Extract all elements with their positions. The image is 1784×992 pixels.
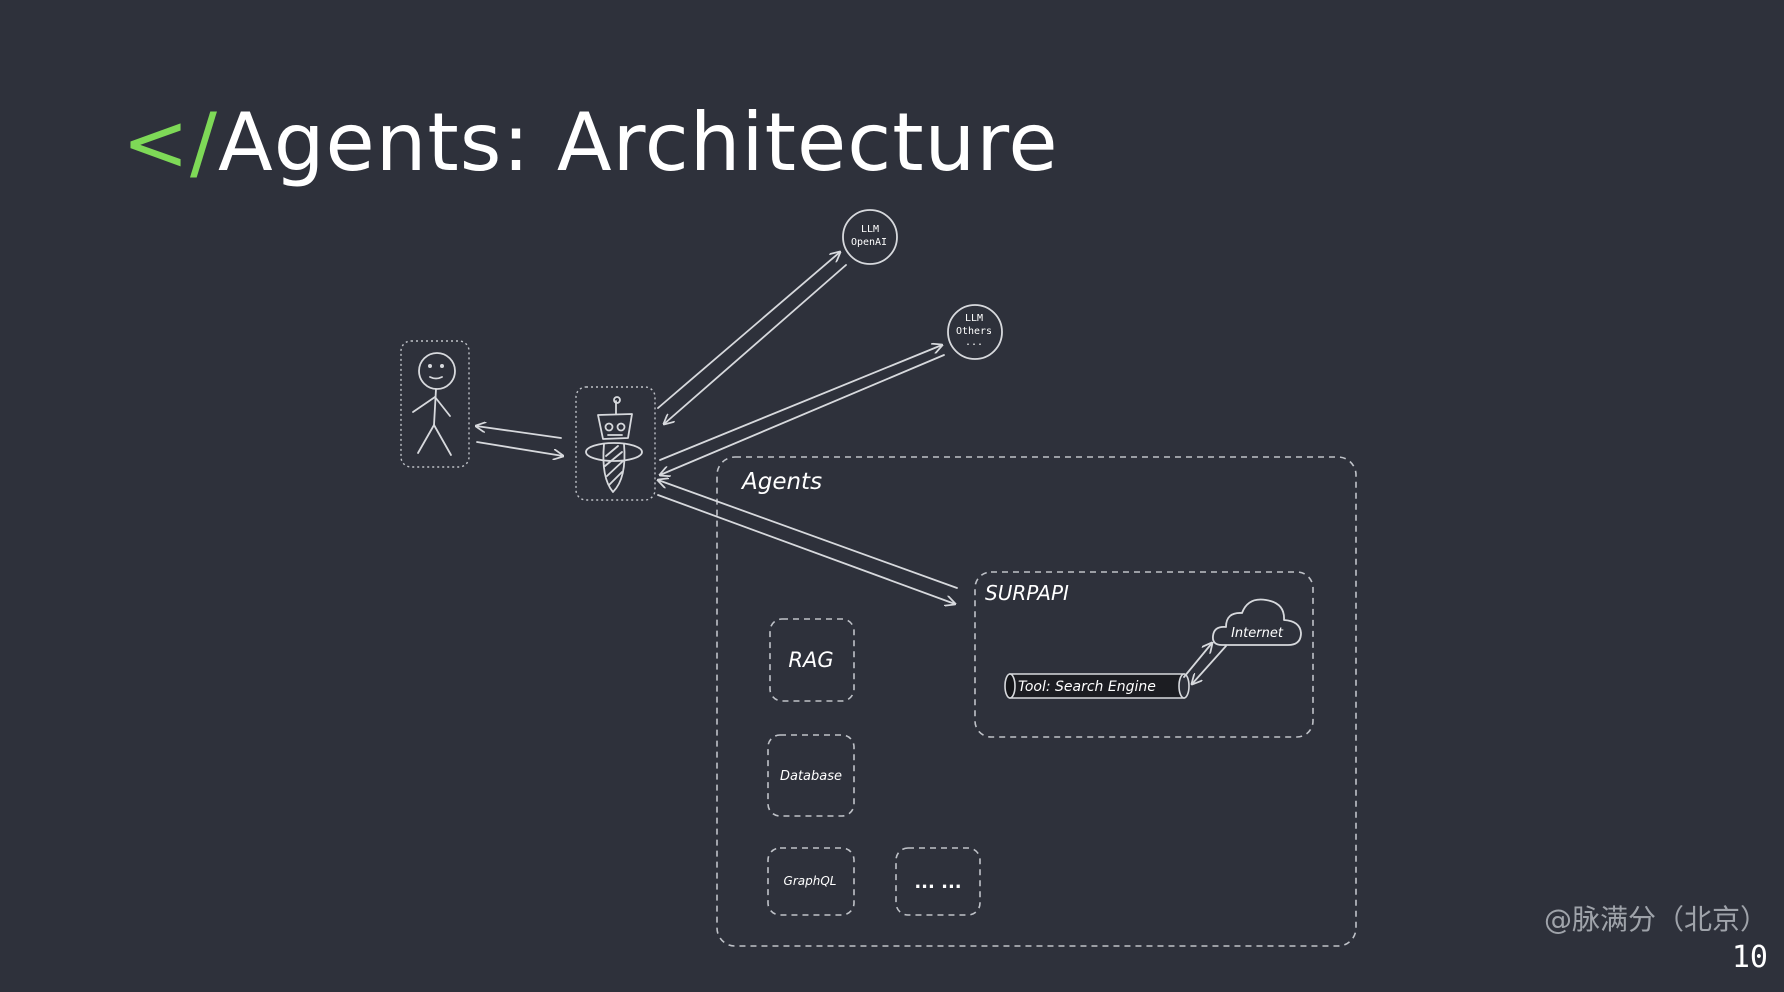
rag-label: RAG (788, 648, 833, 672)
search-engine-tool: Tool: Search Engine (1004, 673, 1190, 699)
stick-figure-icon (412, 352, 456, 456)
llm-openai-node: LLM OpenAI (842, 209, 898, 265)
arrow-user-to-agent (476, 441, 563, 456)
surpapi-node: SURPAPI Internet Tool: Search Engine (974, 571, 1314, 738)
agents-frame (716, 456, 1357, 947)
llm-others-line1: LLM (965, 313, 983, 324)
llm-openai-line2: OpenAI (851, 237, 887, 248)
slide-title: </Agents: Architecture (122, 88, 1059, 198)
tool-label: Tool: Search Engine (1018, 679, 1156, 695)
watermark: @脉满分（北京） (1543, 903, 1768, 936)
arrow-agent-to-surpapi (657, 494, 955, 604)
surpapi-frame (974, 571, 1314, 738)
more-label: ... ... (914, 872, 961, 893)
llm-openai-circle (842, 209, 898, 265)
internet-cloud-icon: Internet (1212, 598, 1302, 646)
graphql-box (767, 847, 855, 916)
robot-icon (585, 396, 643, 493)
title-text: Agents: Architecture (217, 96, 1059, 189)
agent-node (575, 386, 656, 501)
agents-container: Agents RAG Database GraphQL ... ... SURP… (716, 456, 1357, 947)
internet-label: Internet (1231, 626, 1284, 641)
arrow-openai-to-agent (664, 264, 847, 424)
arrow-agent-to-others (659, 345, 942, 461)
llm-openai-line1: LLM (861, 224, 879, 235)
arrow-agent-to-openai (657, 252, 840, 409)
llm-others-circle (947, 304, 1003, 360)
arrow-internet-to-tool (1192, 645, 1227, 684)
database-box (767, 734, 855, 817)
llm-others-line3: ... (965, 337, 983, 348)
arrow-others-to-agent (660, 354, 945, 475)
llm-others-node: LLM Others ... (947, 304, 1003, 360)
user-node (400, 340, 470, 468)
title-prefix: </ (122, 96, 218, 189)
more-box (895, 847, 981, 916)
arrow-surpapi-to-agent (658, 480, 958, 589)
agent-frame (575, 386, 656, 501)
surpapi-label: SURPAPI (985, 581, 1069, 605)
graphql-label: GraphQL (784, 874, 837, 888)
database-label: Database (780, 769, 842, 784)
user-frame (400, 340, 470, 468)
llm-others-line2: Others (956, 326, 992, 337)
arrow-agent-to-user (476, 426, 562, 439)
agents-label: Agents (740, 469, 822, 495)
arrow-tool-to-internet (1183, 643, 1212, 678)
page-number: 10 (1731, 940, 1768, 975)
